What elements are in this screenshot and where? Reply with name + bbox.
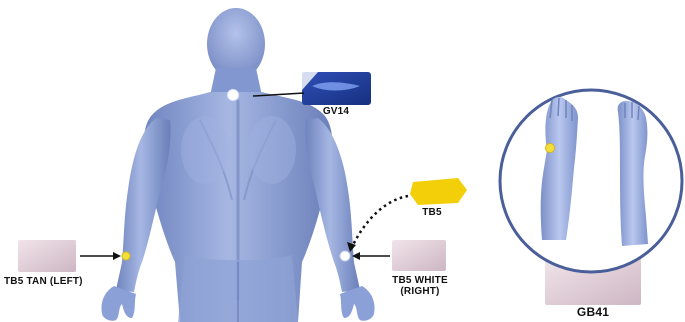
tb5-tape	[410, 178, 467, 205]
feet-inset	[500, 90, 682, 272]
gv14-point	[228, 90, 239, 101]
tb5-left-point	[122, 252, 130, 260]
human-figure	[102, 8, 375, 322]
right-foot	[618, 101, 648, 246]
gb41-point	[546, 144, 555, 153]
gb41-label: GB41	[560, 307, 626, 318]
tb5-label: TB5	[412, 207, 452, 218]
tb5-right-point	[340, 251, 350, 261]
tb5-left-label: TB5 TAN (LEFT)	[4, 276, 104, 287]
gv14-label: GV14	[304, 106, 368, 117]
tb5-tan-tape	[18, 240, 76, 272]
tb5-white-tape	[392, 240, 446, 271]
tb5-right-label-line2: (RIGHT)	[380, 286, 460, 297]
gv14-tape	[302, 72, 371, 105]
tb5-right-label-line1: TB5 WHITE	[380, 275, 460, 286]
tb5-dotted-connector	[352, 196, 408, 247]
